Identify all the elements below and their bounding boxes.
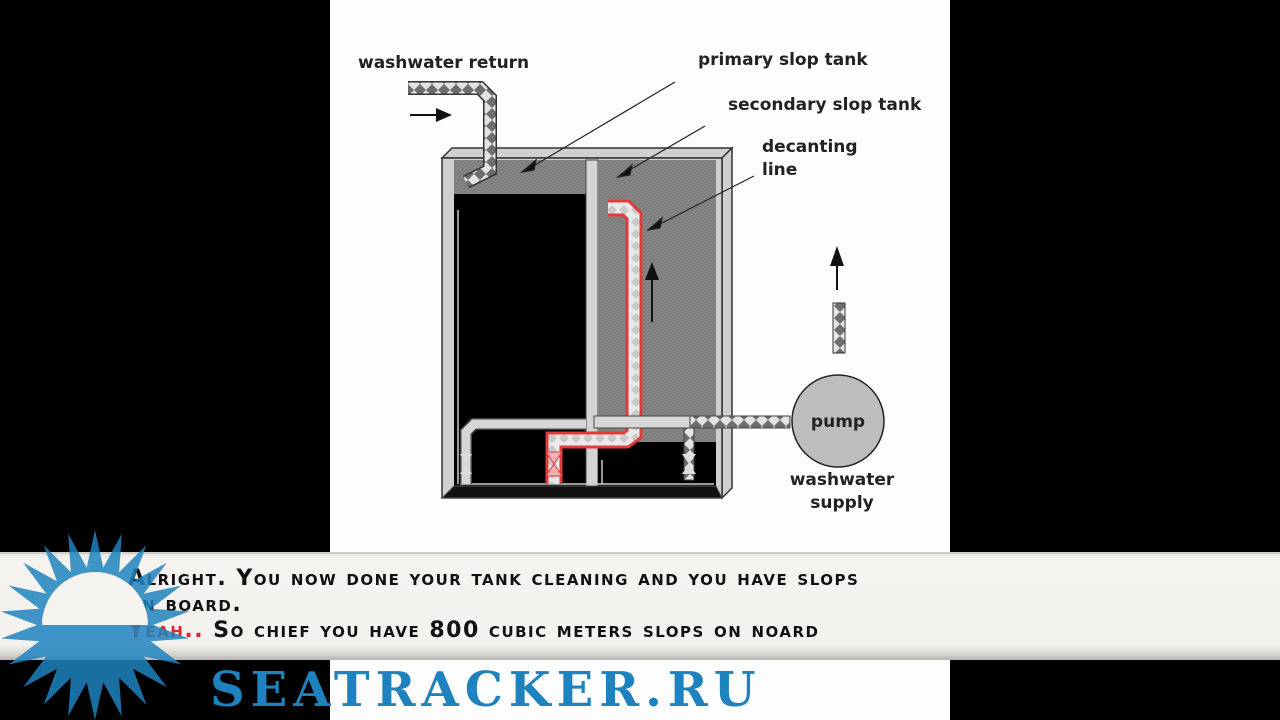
- washwater-return-pipe: [408, 81, 497, 189]
- label-decanting: decanting: [762, 137, 858, 157]
- label-line: line: [762, 160, 797, 180]
- watermark-text: SEATRACKER.RU: [210, 662, 762, 718]
- flow-arrow-icon: [410, 108, 452, 122]
- label-washwater: washwater: [790, 470, 895, 490]
- label-washwater-return: washwater return: [358, 53, 529, 73]
- subtitle-line-3: Yeah.. So chief you have 800 cubic meter…: [128, 618, 819, 643]
- label-supply: supply: [810, 493, 873, 513]
- label-primary-slop-tank: primary slop tank: [698, 50, 868, 70]
- subtitle-line-1: Alright. You now done your tank cleaning…: [128, 566, 860, 591]
- label-secondary-slop-tank: secondary slop tank: [728, 95, 922, 115]
- subtitle-line-2: on board.: [128, 592, 243, 617]
- pump-label: pump: [811, 412, 865, 432]
- suction-pipes: [460, 415, 791, 484]
- secondary-tank-liquid: [598, 442, 716, 486]
- pump-outlet-arrow-icon: [830, 246, 844, 290]
- subtitle-line-3-text: So chief you have 800 cubic meters slops…: [204, 618, 820, 643]
- subtitle-bar: Alright. You now done your tank cleaning…: [0, 552, 1280, 660]
- decanting-line: [545, 199, 643, 484]
- leader-lines: [519, 81, 755, 231]
- slop-tank-diagram: pump washwater return primary slop tank …: [358, 50, 922, 513]
- subtitle-speaker: Yeah..: [128, 618, 205, 643]
- pump: pump: [791, 302, 885, 468]
- up-arrow-icon: [645, 262, 659, 322]
- watermark: SEATRACKER.RU: [210, 660, 1270, 720]
